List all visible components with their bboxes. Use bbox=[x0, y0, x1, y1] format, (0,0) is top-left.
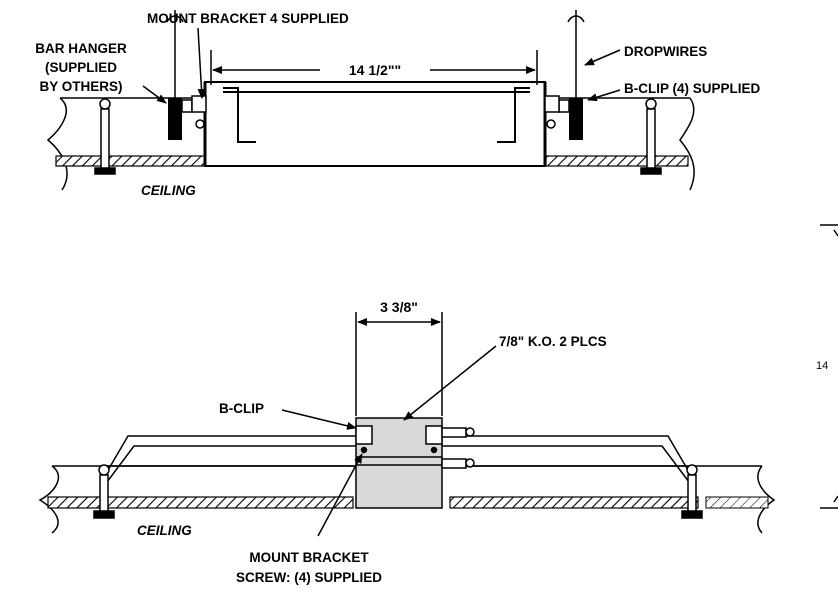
label-bottom-ceiling: CEILING bbox=[137, 523, 192, 538]
bottom-ceiling-hatch-right bbox=[449, 496, 699, 509]
side-dimension-label: 14 bbox=[816, 360, 828, 372]
top-ceiling-hatch-left bbox=[55, 155, 209, 167]
label-knockout: 7/8" K.O. 2 PLCS bbox=[499, 334, 607, 349]
top-dimension bbox=[210, 50, 538, 85]
bottom-dimension-label: 3 3/8" bbox=[380, 299, 418, 315]
bottom-tbar-left bbox=[93, 464, 115, 519]
top-dropwire-left bbox=[166, 10, 184, 98]
top-dimension-label: 14 1/2"" bbox=[349, 62, 401, 78]
side-view-fragment bbox=[820, 224, 838, 509]
label-mount-bracket: MOUNT BRACKET 4 SUPPLIED bbox=[147, 11, 349, 26]
top-tbar-left bbox=[94, 98, 116, 175]
label-bar-hanger-1: BAR HANGER bbox=[35, 41, 127, 56]
top-ceiling-hatch-right bbox=[545, 155, 689, 167]
bottom-housing bbox=[355, 417, 443, 509]
bottom-knockout-connectors bbox=[441, 427, 475, 469]
label-dropwires: DROPWIRES bbox=[624, 44, 707, 59]
bottom-view: 3 3/8" 7/8" K.O. 2 PLCS B-CLIP CEILING M… bbox=[38, 299, 776, 585]
top-tbar-right bbox=[640, 98, 662, 175]
label-mount-screw-2: SCREW: (4) SUPPLIED bbox=[236, 570, 382, 585]
top-leaders bbox=[142, 27, 621, 104]
bottom-leaders bbox=[281, 345, 497, 537]
bottom-tbar-right bbox=[681, 464, 703, 519]
top-housing bbox=[203, 81, 547, 167]
bottom-ceiling-hatch-left bbox=[47, 496, 354, 509]
top-view: 14 1/2"" MOUNT BRACKET 4 SUPPLIED BAR HA… bbox=[35, 10, 761, 198]
label-b-clip-supplied: B-CLIP (4) SUPPLIED bbox=[624, 81, 761, 96]
top-dropwire-right bbox=[567, 10, 585, 98]
top-bclip-left bbox=[168, 95, 207, 140]
label-top-ceiling: CEILING bbox=[141, 183, 196, 198]
label-b-clip: B-CLIP bbox=[219, 401, 264, 416]
bottom-ceiling-hatch-far-right bbox=[705, 496, 769, 509]
label-bar-hanger-2: (SUPPLIED bbox=[45, 60, 117, 75]
bottom-dimension bbox=[355, 312, 443, 416]
bottom-bar-hanger bbox=[103, 435, 693, 487]
top-bclip-right bbox=[544, 95, 583, 140]
label-mount-screw-1: MOUNT BRACKET bbox=[249, 550, 369, 565]
label-bar-hanger-3: BY OTHERS) bbox=[39, 79, 122, 94]
